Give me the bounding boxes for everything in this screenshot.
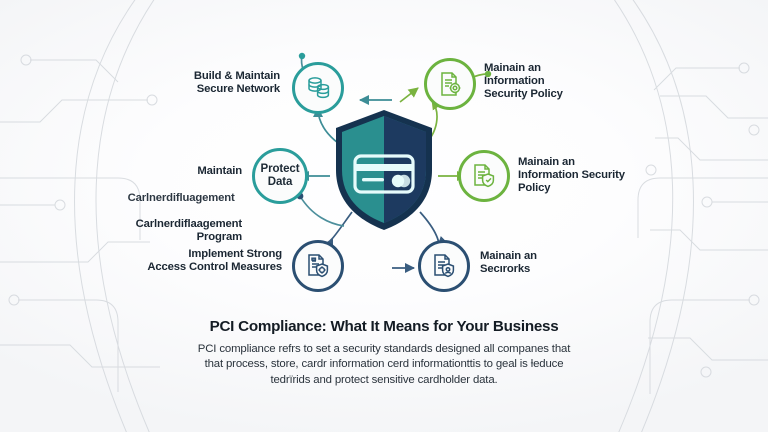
node-maintain-security-networks[interactable] xyxy=(418,240,470,292)
footer-body-line-2: that process, store, cardr information c… xyxy=(204,358,564,371)
database-stack-icon xyxy=(308,77,330,99)
node-maintain-information-security-policy-right[interactable] xyxy=(458,150,510,202)
label-maintain-security-networks: Mainain an Secırorks xyxy=(480,250,537,276)
node-protect-data-label: Protect Data xyxy=(260,163,300,188)
node-build-maintain-secure-network[interactable] xyxy=(292,62,344,114)
document-gear-icon xyxy=(441,72,461,96)
footer-text-block: PCI Compliance: What It Means for Your B… xyxy=(0,318,768,388)
document-gear-shield-icon xyxy=(308,254,329,278)
label-line-3: Program xyxy=(196,231,243,244)
document-shield-user-icon xyxy=(434,254,455,278)
label-build-maintain-secure-network: Build & Maintain Secure Network xyxy=(193,70,280,96)
label-line-2-overlap: Carlnerdifluagement Carlnerdiflaagement xyxy=(128,192,243,232)
footer-body-line-3: tedrïrids and protect sensitive cardhold… xyxy=(270,373,498,386)
label-maintain-information-security-policy-right: Mainain an Information Security Policy xyxy=(518,156,625,195)
label-maintain-information-security-policy-top: Mainain an Information Security Policy xyxy=(484,62,563,101)
label-implement-strong-access-control-measures: Implement Strong Access Control Measures xyxy=(147,248,282,274)
footer-body: PCI compliance refrs to set a security s… xyxy=(134,342,634,388)
label-maintain-vulnerability-management-program: Maintain Carlnerdifluagement Carlnerdifl… xyxy=(120,152,243,258)
page-title: PCI Compliance: What It Means for Your B… xyxy=(209,318,559,335)
label-line-1: Maintain xyxy=(197,165,242,178)
node-implement-strong-access-control-measures[interactable] xyxy=(292,240,344,292)
document-shield-icon xyxy=(474,164,495,188)
center-shield xyxy=(330,108,438,232)
label-line-2-ghost: Carlnerdifluagement xyxy=(127,191,235,204)
label-line-2: Carlnerdiflaagement xyxy=(135,218,243,231)
node-maintain-information-security-policy-top[interactable] xyxy=(424,58,476,110)
footer-body-line-1: PCI compliance refrs to set a security s… xyxy=(197,343,571,355)
node-protect-data[interactable]: Protect Data xyxy=(252,148,308,204)
